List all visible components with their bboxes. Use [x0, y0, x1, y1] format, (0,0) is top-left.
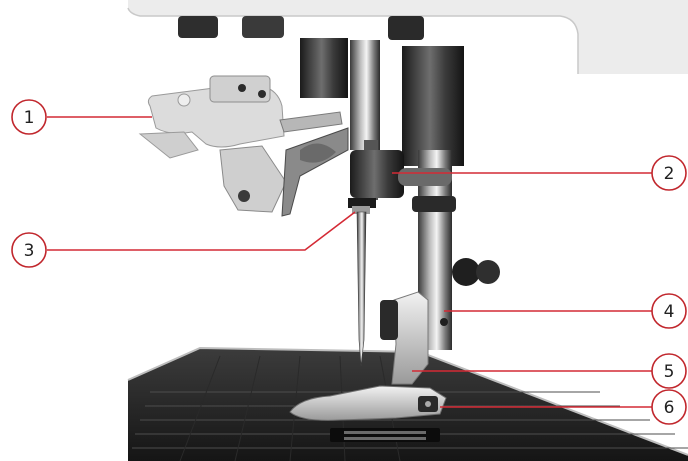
callout-3: 3 [11, 232, 47, 268]
callout-number: 1 [24, 108, 35, 128]
presser-foot-ankle [380, 291, 448, 385]
callout-number: 6 [664, 398, 675, 418]
callout-number: 5 [664, 362, 675, 382]
callout-2: 2 [651, 155, 687, 191]
callout-6: 6 [651, 389, 687, 425]
callout-number: 4 [664, 302, 675, 322]
machine-housing [127, 0, 688, 74]
callout-4: 4 [651, 293, 687, 329]
presser-foot [289, 385, 447, 421]
callout-5: 5 [651, 353, 687, 389]
needle [356, 211, 367, 367]
callouts: 1 2 3 4 5 6 [11, 99, 687, 425]
callout-number: 2 [664, 164, 675, 184]
needle-threader [138, 75, 349, 217]
leader-line-3 [47, 211, 356, 251]
leader-lines [47, 116, 652, 408]
callout-number: 3 [24, 241, 35, 261]
callout-1: 1 [11, 99, 47, 135]
